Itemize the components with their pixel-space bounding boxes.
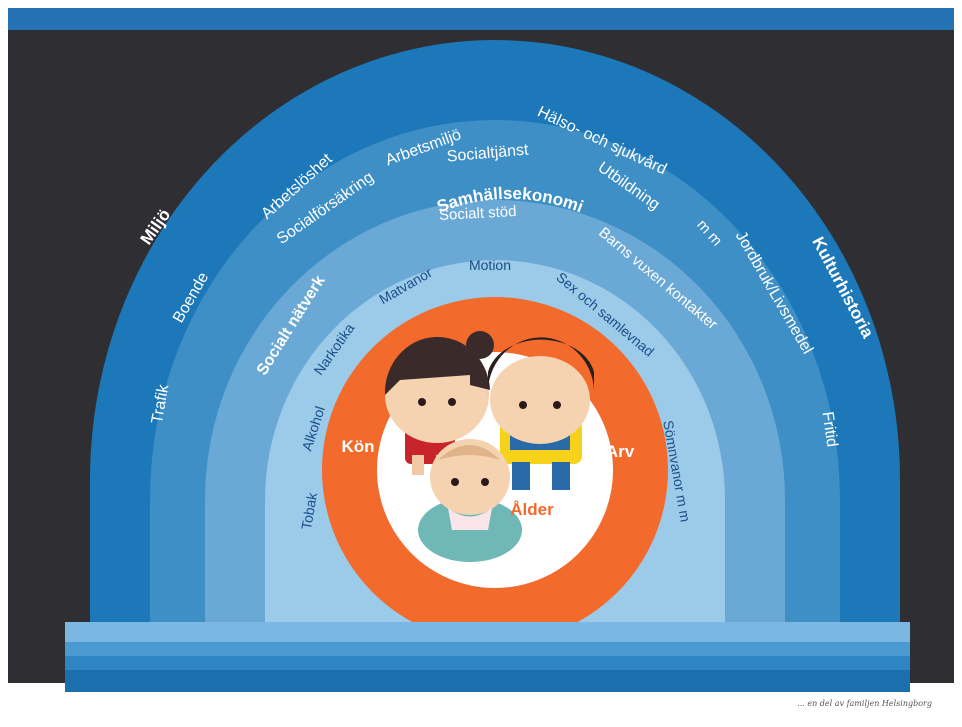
- label-socialt-stod: Socialt stöd: [439, 203, 517, 224]
- base-step-4: [65, 670, 910, 692]
- label-kon: Kön: [341, 437, 374, 456]
- base-step-3: [65, 656, 910, 670]
- label-alder: Ålder: [510, 500, 554, 519]
- label-tobak: Tobak: [298, 490, 320, 531]
- label-fritid: Fritid: [819, 411, 841, 449]
- children-icon: [384, 331, 594, 562]
- base-step-1: [65, 622, 910, 642]
- label-motion: Motion: [469, 257, 511, 273]
- label-arv: Arv: [606, 442, 635, 461]
- top-band: [8, 8, 954, 30]
- label-trafik: Trafik: [149, 382, 173, 425]
- base-step-2: [65, 642, 910, 656]
- footer-note: ... en del av familjen Helsingborg: [797, 699, 932, 708]
